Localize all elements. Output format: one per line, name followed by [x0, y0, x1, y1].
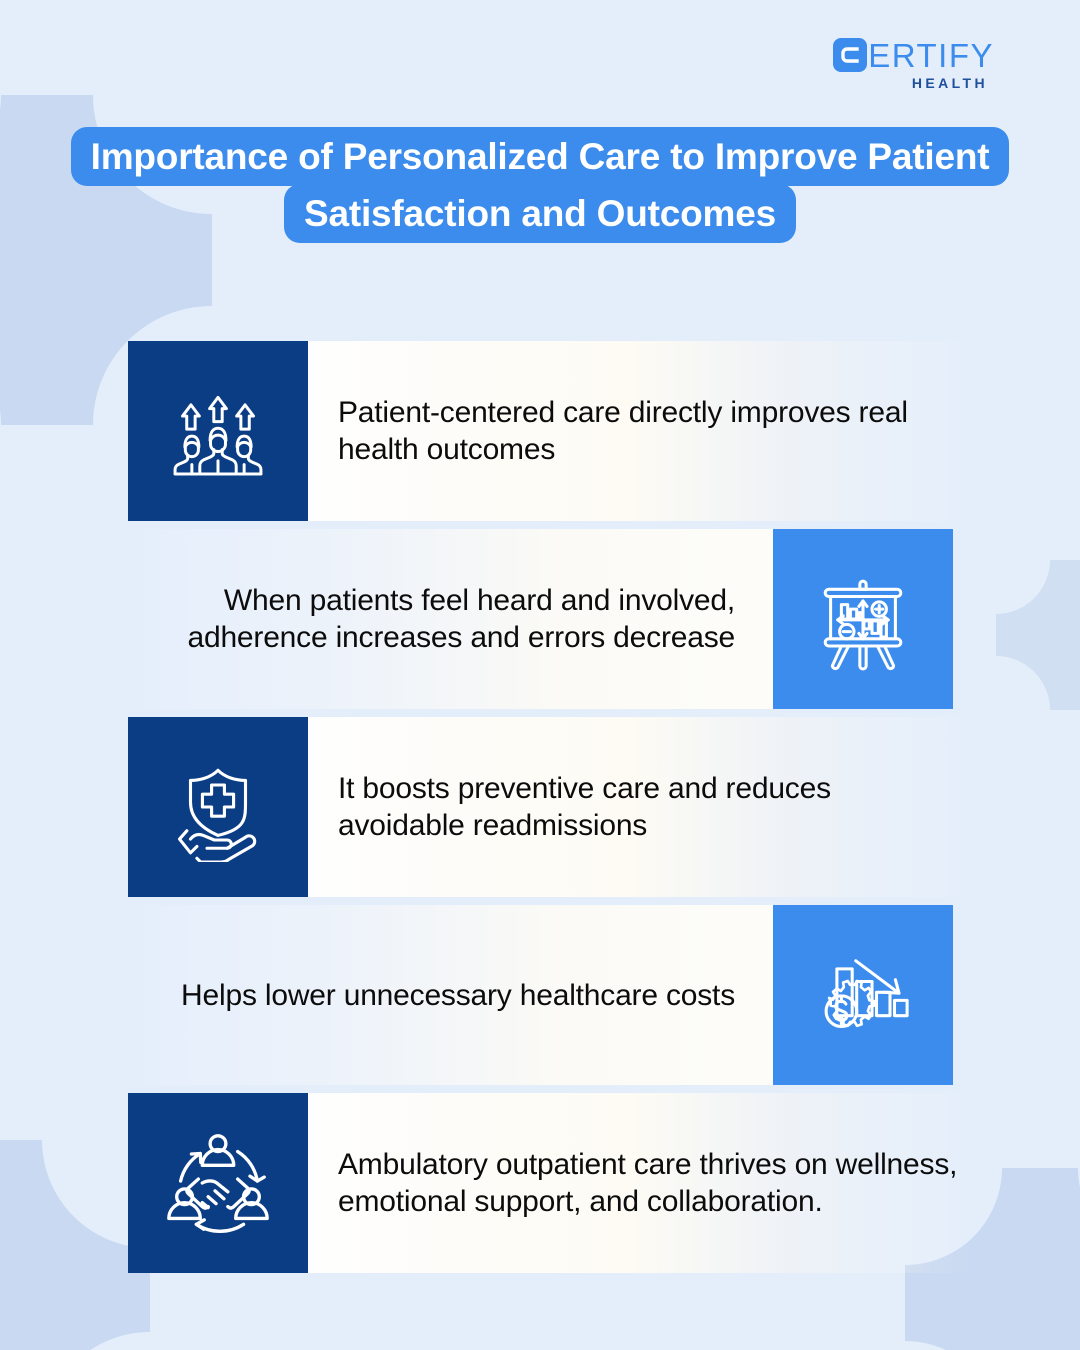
list-item: Patient-centered care directly improves …: [0, 341, 1080, 521]
list-item-text: Helps lower unnecessary healthcare costs: [181, 978, 735, 1012]
list-item-text: Patient-centered care directly improves …: [338, 396, 908, 466]
list-item-text: When patients feel heard and involved, a…: [187, 584, 735, 654]
logo-word: ERTIFY: [868, 36, 994, 74]
row-band: [308, 1093, 1080, 1273]
page-title: Importance of Personalized Care to Impro…: [70, 127, 1010, 243]
list-item: Helps lower unnecessary healthcare costs: [0, 905, 1080, 1085]
list-item: It boosts preventive care and reduces av…: [0, 717, 1080, 897]
row-band: [308, 717, 1080, 897]
sparkle-decoration-right: [942, 506, 1080, 764]
list-item: When patients feel heard and involved, a…: [0, 529, 1080, 709]
shield-cross-hand-icon: [128, 717, 308, 897]
list-item-text: Ambulatory outpatient care thrives on we…: [338, 1148, 958, 1218]
row-band: [308, 341, 1080, 521]
points-list: Patient-centered care directly improves …: [0, 341, 1080, 1281]
certify-c-mark-icon: [833, 38, 868, 72]
cost-decline-gear-dollar-icon: [773, 905, 953, 1085]
list-item: Ambulatory outpatient care thrives on we…: [0, 1093, 1080, 1273]
logo-wordmark-row: ERTIFY: [833, 38, 994, 72]
page-title-container: Importance of Personalized Care to Impro…: [0, 127, 1080, 243]
list-item-text: It boosts preventive care and reduces av…: [338, 772, 831, 842]
handshake-collaboration-icon: [128, 1093, 308, 1273]
presentation-board-chart-icon: [773, 529, 953, 709]
logo-subtitle: HEALTH: [911, 75, 988, 91]
people-growth-arrows-icon: [128, 341, 308, 521]
brand-logo: ERTIFY HEALTH: [833, 38, 994, 91]
